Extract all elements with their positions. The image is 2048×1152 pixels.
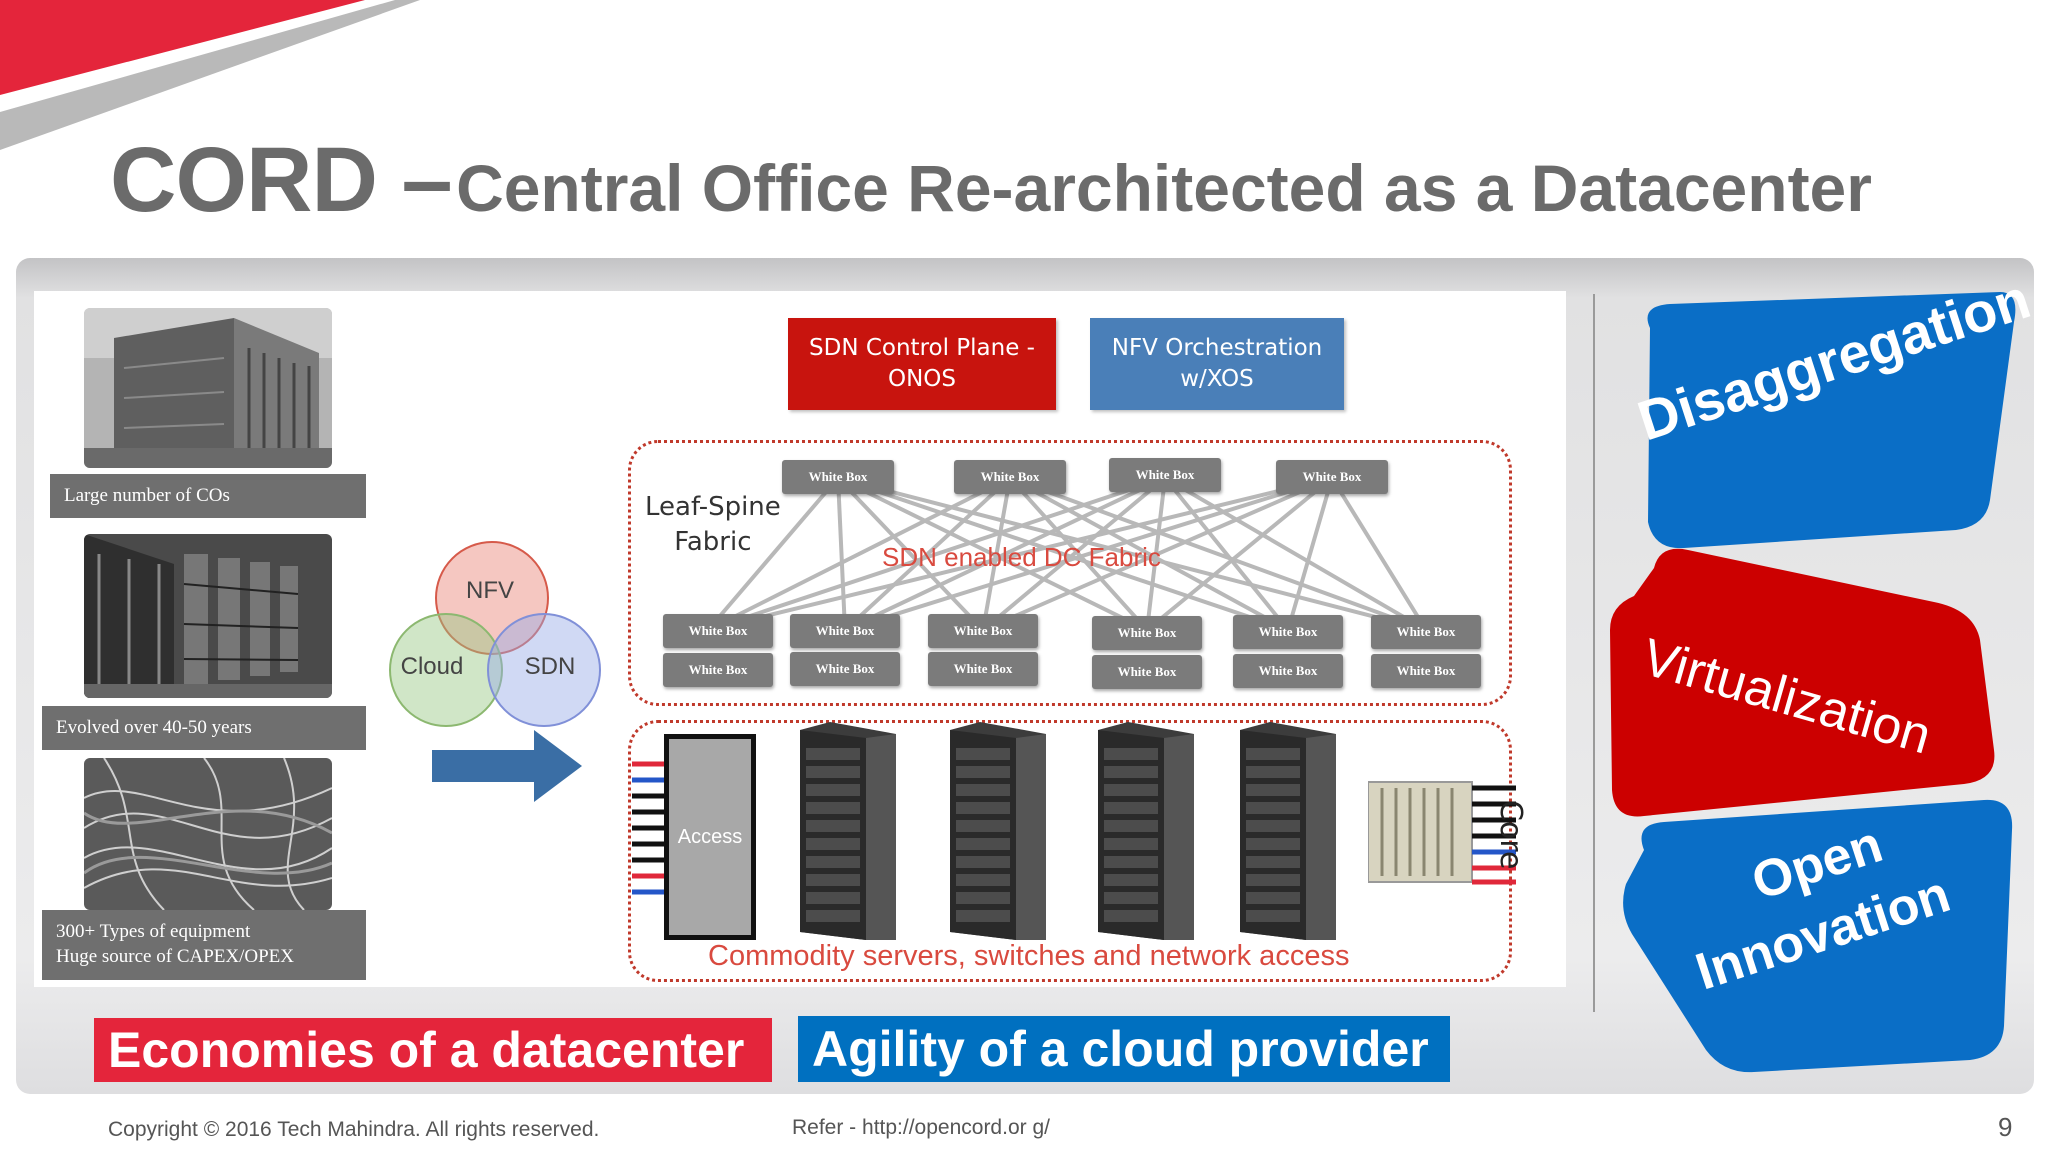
spine-white-box: White Box (954, 460, 1066, 494)
page-number: 9 (1998, 1112, 2013, 1142)
photo-caption-1: Large number of COs (50, 474, 366, 518)
leaf-white-box: White Box (1233, 654, 1343, 688)
venn-label-nfv: NFV (466, 577, 514, 604)
panel-divider (1593, 294, 1595, 1012)
rack-area-caption: Commodity servers, switches and network … (708, 940, 1350, 972)
central-office-photo (84, 308, 332, 468)
leaf-white-box: White Box (663, 653, 773, 687)
leaf-white-box: White Box (1371, 654, 1481, 688)
title-main: CORD – (110, 129, 453, 231)
footer-reference-link[interactable]: Refer - http://opencord.or g/ (792, 1116, 1050, 1139)
server-rack (1098, 722, 1194, 940)
leaf-white-box: White Box (1092, 616, 1202, 650)
leaf-white-box: White Box (1371, 615, 1481, 649)
title-sub: Central Office Re-architected as a Datac… (456, 151, 1872, 225)
pillar-open-innovation: Open Innovation (1614, 794, 2024, 1074)
page-title: CORD – Central Office Re-architected as … (110, 128, 1990, 238)
access-box: Access (664, 734, 756, 940)
core-equipment (1368, 781, 1516, 885)
pillar-disaggregation: Disaggregation (1610, 267, 2037, 554)
access-cables (632, 761, 668, 895)
leaf-white-box: White Box (928, 652, 1038, 686)
venn-circle-sdn (487, 613, 601, 727)
fabric-links (706, 476, 1428, 632)
economies-badge: Economies of a datacenter (94, 1018, 772, 1082)
server-rack (800, 722, 896, 940)
leaf-white-box: White Box (790, 614, 900, 648)
server-rack (1240, 722, 1336, 940)
server-rack (950, 722, 1046, 940)
leaf-white-box: White Box (790, 652, 900, 686)
equipment-room-photo (84, 534, 332, 698)
fabric-border (628, 440, 1512, 706)
venn-label-cloud: Cloud (401, 653, 464, 680)
photo-caption-3: 300+ Types of equipment Huge source of C… (42, 910, 366, 980)
venn-circle-cloud (389, 613, 503, 727)
leaf-white-box: White Box (928, 614, 1038, 648)
server-racks (800, 722, 1336, 940)
agility-badge: Agility of a cloud provider (798, 1016, 1450, 1082)
sdn-fabric-overlay-label: SDN enabled DC Fabric (882, 542, 1161, 572)
venn-label-sdn: SDN (525, 653, 576, 680)
leaf-white-box: White Box (1092, 655, 1202, 689)
right-arrow-icon (432, 730, 582, 802)
footer-copyright: Copyright © 2016 Tech Mahindra. All righ… (108, 1118, 600, 1141)
sdn-control-plane-box: SDN Control Plane -ONOS (788, 318, 1056, 410)
cabling-photo (84, 758, 332, 910)
pillar-virtualization: Virtualization (1604, 540, 2004, 820)
corner-decoration (0, 0, 420, 150)
photo-caption-2: Evolved over 40-50 years (42, 706, 366, 750)
spine-white-box: White Box (1109, 458, 1221, 492)
spine-white-box: White Box (782, 460, 894, 494)
leaf-white-box: White Box (1233, 615, 1343, 649)
core-label: Core (1493, 800, 1528, 870)
venn-diagram: NFV Cloud SDN (389, 541, 601, 727)
venn-circle-nfv (435, 541, 549, 655)
spine-white-box: White Box (1276, 460, 1388, 494)
leaf-white-box: White Box (663, 614, 773, 648)
